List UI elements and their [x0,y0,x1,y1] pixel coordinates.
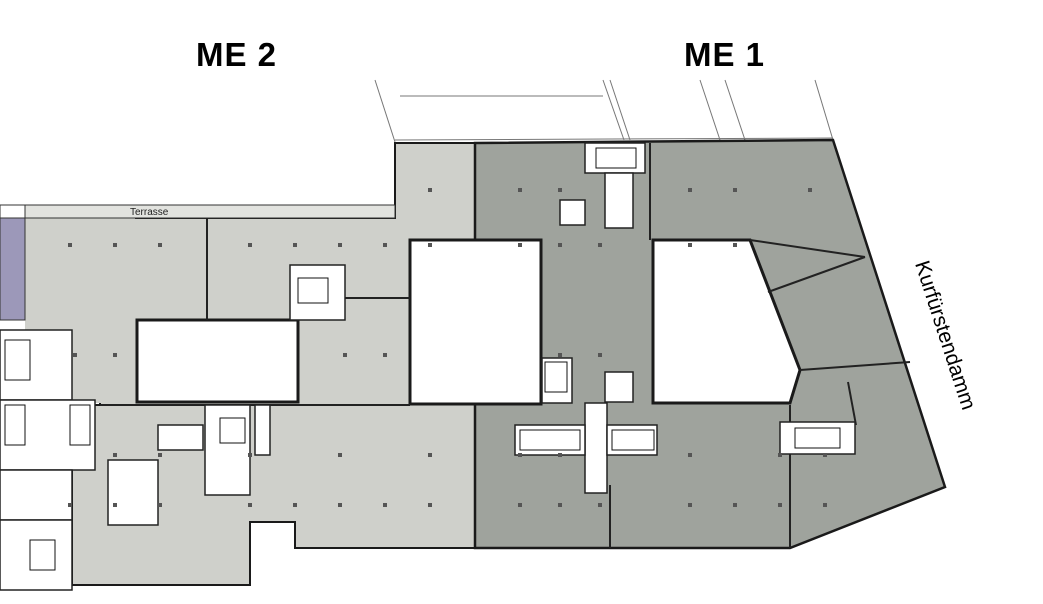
column-marker [428,243,432,247]
column-marker [158,453,162,457]
column-marker [518,243,522,247]
column-marker [383,243,387,247]
column-marker [688,243,692,247]
column-marker [598,243,602,247]
column-marker [248,243,252,247]
column-marker [113,353,117,357]
stair-icons [4,147,841,571]
neighbor-strip [0,204,26,219]
column-marker [778,453,782,457]
column-marker [338,503,342,507]
column-marker [823,503,827,507]
column-marker [558,503,562,507]
column-marker [428,188,432,192]
column-marker [428,503,432,507]
column-marker [338,243,342,247]
column-marker [113,453,117,457]
courtyard [651,238,802,405]
column-marker [558,453,562,457]
column-marker [68,503,72,507]
column-marker [688,503,692,507]
neighbor-area [0,217,26,321]
column-marker [518,453,522,457]
terrace [24,204,396,219]
column-marker [558,243,562,247]
column-marker [383,503,387,507]
unit-label-me2: ME 2 [196,36,278,73]
column-marker [733,188,737,192]
column-marker [428,453,432,457]
courtyard [408,238,543,406]
column-marker [158,243,162,247]
column-marker [808,188,812,192]
column-marker [293,243,297,247]
column-marker [293,503,297,507]
column-marker [688,188,692,192]
column-marker [338,453,342,457]
column-marker [733,243,737,247]
column-marker [248,503,252,507]
column-marker [73,353,77,357]
column-marker [518,188,522,192]
column-marker [113,243,117,247]
column-marker [518,503,522,507]
column-marker [113,503,117,507]
column-marker [383,353,387,357]
column-marker [68,243,72,247]
column-marker [558,353,562,357]
column-marker [688,453,692,457]
column-marker [248,453,252,457]
column-marker [778,503,782,507]
terrace-label: Terrasse [130,207,169,218]
column-marker [343,353,347,357]
column-markers [68,188,827,507]
unit-label-me1: ME 1 [684,36,766,73]
column-marker [733,503,737,507]
column-marker [598,353,602,357]
column-marker [558,188,562,192]
courtyard [135,318,300,404]
column-marker [158,503,162,507]
column-marker [598,503,602,507]
site-lines [374,79,834,143]
column-marker [823,453,827,457]
